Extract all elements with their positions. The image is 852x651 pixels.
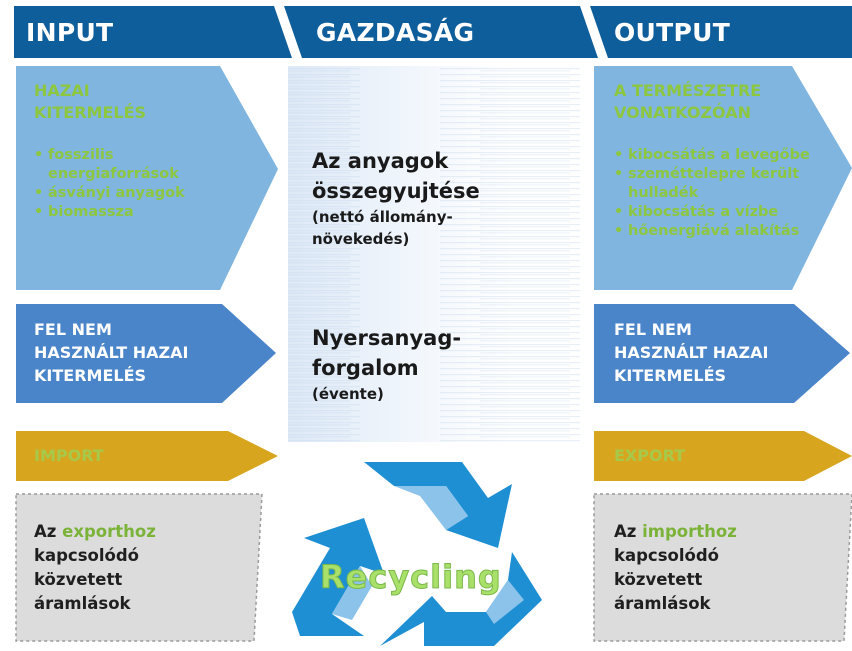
indirect-left-line-1: Az exporthoz (34, 520, 156, 544)
header-economy-banner (284, 6, 598, 58)
unused-right-line-1: FEL NEM (614, 320, 692, 339)
nature-title-line-1: A TERMÉSZETRE (614, 81, 762, 100)
recycling-label: Recycling (320, 558, 502, 597)
indirect-right-line-4: áramlások (614, 594, 711, 613)
stock-accumulation-label: Az anyagok összegyujtése (nettó állomány… (312, 146, 480, 250)
indirect-right-highlight: importhoz (642, 522, 737, 541)
list-item: biomassza (34, 203, 185, 222)
header-output: OUTPUT (614, 18, 731, 47)
list-item: ásványi anyagok (34, 184, 185, 203)
list-item-text: hulladék (628, 185, 699, 201)
nature-list: kibocsátás a levegőbe szeméttelepre kerü… (614, 146, 810, 241)
domestic-extraction-list: fosszilis energiaforrások ásványi anyago… (34, 146, 185, 222)
nature-title-line-2: VONATKOZÓAN (614, 103, 751, 122)
indirect-right-prefix: Az (614, 522, 643, 541)
indirect-flows-box-left (15, 493, 263, 642)
indirect-flows-left-label: Az exporthoz kapcsolódó közvetett áramlá… (34, 520, 156, 616)
flow-line-2: forgalom (312, 356, 419, 380)
list-item: hőenergiává alakítás (614, 222, 810, 241)
domestic-title-line-2: KITERMELÉS (34, 103, 147, 122)
header-input-banner (14, 6, 292, 58)
export-label: EXPORT (614, 446, 686, 465)
list-item: fosszilis (34, 146, 185, 165)
indirect-right-line-1: Az importhoz (614, 520, 737, 544)
accum-line-3: (nettó állomány- (312, 208, 453, 226)
column-headers: INPUT GAZDASÁG OUTPUT (0, 6, 852, 58)
list-item: kibocsátás a vízbe (614, 203, 810, 222)
indirect-right-line-2: kapcsolódó (614, 546, 719, 565)
indirect-flows-right-label: Az importhoz kapcsolódó közvetett áramlá… (614, 520, 737, 616)
material-flow-label: Nyersanyag- forgalom (évente) (312, 323, 461, 405)
indirect-right-line-3: közvetett (614, 570, 703, 589)
unused-left-line-1: FEL NEM (34, 320, 112, 339)
indirect-left-highlight: exporthoz (62, 522, 156, 541)
header-input: INPUT (26, 18, 114, 47)
unused-right-line-2: HASZNÁLT HAZAI (614, 343, 769, 362)
accum-line-2: összegyujtése (312, 179, 480, 203)
unused-extraction-left-label: FEL NEM HASZNÁLT HAZAI KITERMELÉS (34, 318, 188, 387)
unused-extraction-right-label: FEL NEM HASZNÁLT HAZAI KITERMELÉS (614, 318, 768, 387)
header-output-banner (590, 6, 852, 58)
list-item-text: energiaforrások (48, 166, 179, 182)
unused-extraction-arrow-right (594, 304, 850, 403)
import-label: IMPORT (34, 446, 104, 465)
indirect-left-line-2: kapcsolódó (34, 546, 139, 565)
list-item: kibocsátás a levegőbe (614, 146, 810, 165)
domestic-extraction-title: HAZAI KITERMELÉS (34, 80, 146, 124)
flow-line-3: (évente) (312, 385, 384, 403)
accum-line-1: Az anyagok (312, 149, 449, 173)
nature-title: A TERMÉSZETRE VONATKOZÓAN (614, 80, 761, 124)
unused-left-line-2: HASZNÁLT HAZAI (34, 343, 189, 362)
list-item-continuation: hulladék (614, 184, 810, 203)
import-arrow (16, 431, 278, 481)
header-economy: GAZDASÁG (316, 18, 475, 47)
unused-left-line-3: KITERMELÉS (34, 366, 147, 385)
accum-line-4: növekedés) (312, 230, 410, 248)
unused-extraction-arrow-left (16, 304, 276, 403)
list-item: szeméttelepre került (614, 165, 810, 184)
list-item-continuation: energiaforrások (34, 165, 185, 184)
flow-line-1: Nyersanyag- (312, 326, 462, 350)
recycling-symbol (292, 462, 542, 646)
domestic-extraction-arrow (16, 66, 278, 290)
export-arrow (594, 431, 852, 481)
domestic-title-line-1: HAZAI (34, 81, 90, 100)
indirect-left-line-4: áramlások (34, 594, 131, 613)
indirect-left-prefix: Az (34, 522, 63, 541)
unused-right-line-3: KITERMELÉS (614, 366, 727, 385)
indirect-flows-box-right (593, 493, 852, 642)
indirect-left-line-3: közvetett (34, 570, 123, 589)
